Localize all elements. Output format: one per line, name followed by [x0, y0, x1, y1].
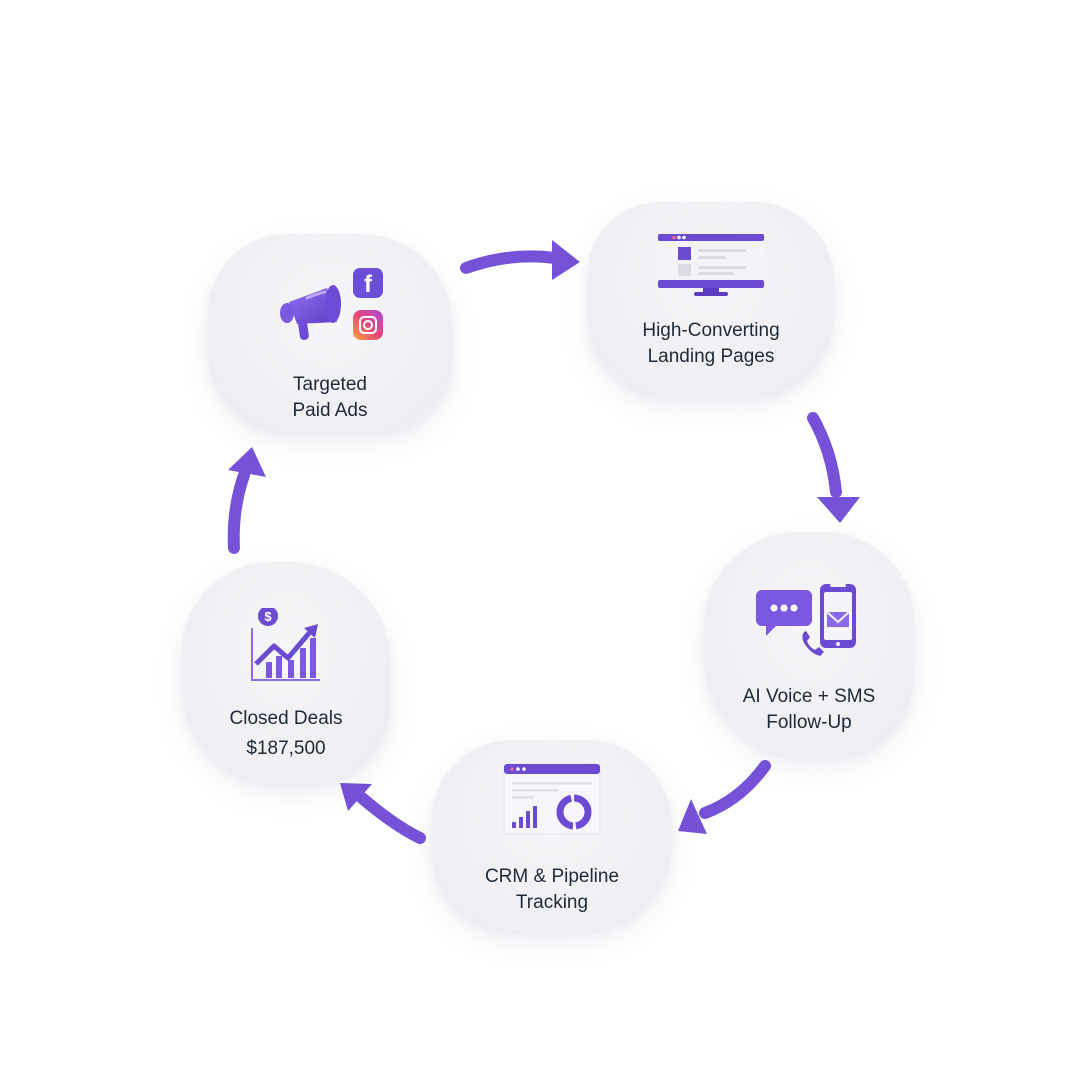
monitor-icon [656, 232, 766, 298]
step-card-crm-pipeline: CRM & Pipeline Tracking [432, 740, 672, 932]
step-label-line-1: CRM & Pipeline [484, 866, 620, 887]
step-label-line-2: Follow-Up [766, 712, 852, 733]
step-label-line-1: AI Voice + SMS [742, 686, 876, 707]
step-card-targeted-paid-ads: f Targeted Paid Ads [208, 234, 452, 432]
dashboard-icon [502, 762, 602, 838]
step-card-landing-pages: High-Converting Landing Pages [588, 202, 834, 397]
step-label-line-2: Landing Pages [647, 346, 775, 367]
megaphone-icon: f [275, 268, 385, 358]
svg-text:$: $ [264, 609, 272, 624]
step-card-ai-voice-sms: AI Voice + SMS Follow-Up [704, 532, 914, 757]
deals-value: $187,500 [246, 738, 326, 759]
step-label-line-1: Targeted [293, 374, 367, 395]
chat-phone-icon [754, 582, 864, 662]
facebook-icon: f [353, 268, 383, 298]
instagram-icon [353, 310, 383, 340]
step-card-closed-deals: $ Closed Deals $187,500 [182, 562, 390, 784]
step-label-line-1: Closed Deals [229, 708, 343, 729]
step-label-line-2: Tracking [515, 892, 589, 913]
growth-chart-icon: $ [248, 606, 324, 684]
step-label-line-1: High-Converting [642, 320, 780, 341]
step-label-line-2: Paid Ads [292, 400, 368, 421]
